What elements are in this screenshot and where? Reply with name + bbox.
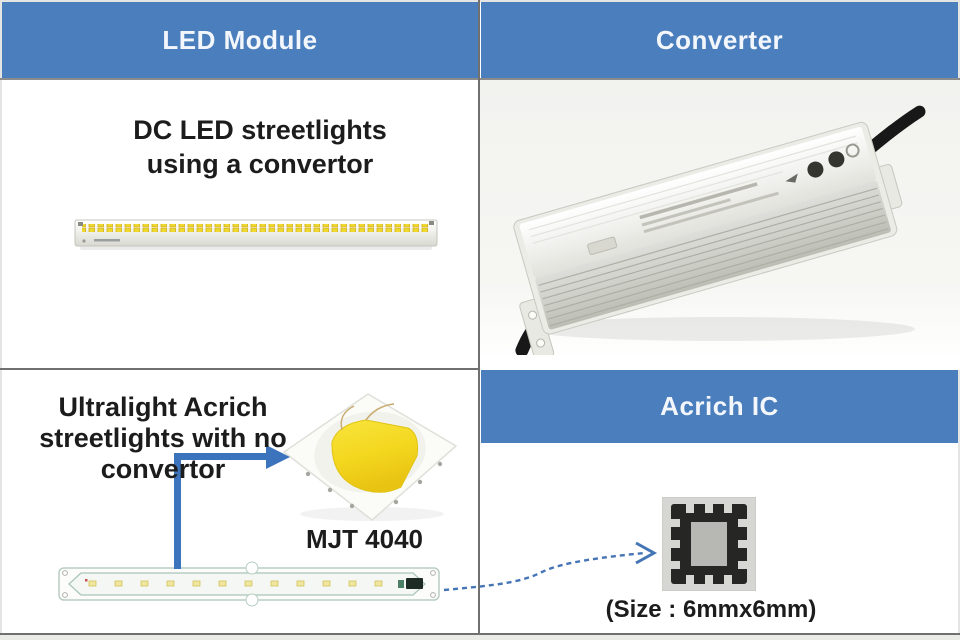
arrow-right-head [266, 445, 290, 469]
led-strip-hole [82, 239, 86, 243]
converter-front-face [535, 180, 891, 330]
acrich-strip-leds [88, 580, 383, 587]
header-acrich-ic-label: Acrich IC [660, 391, 779, 421]
dashed-arrow-path [443, 551, 645, 592]
converter-body-group [513, 105, 926, 355]
acrich-ic-on-strip [406, 578, 423, 589]
converter-spec-box [587, 236, 618, 255]
header-converter-label: Converter [655, 24, 784, 55]
led-strip-leds [82, 224, 430, 232]
converter-ribs [538, 187, 889, 327]
header-led-module-label: LED Module [162, 24, 318, 55]
led-strip-photo [74, 219, 438, 250]
strip-hole-tr [430, 570, 436, 576]
led-strip-end-mark-right [429, 221, 434, 225]
acrich-ic-chip-photo [662, 497, 756, 591]
strip-notch-top [245, 561, 259, 575]
dashed-arrow-icon [443, 541, 658, 592]
dc-led-caption-line2: using a convertor [146, 149, 374, 179]
strip-hole-br [430, 592, 436, 598]
strip-mark-green [398, 580, 404, 588]
arrow-horizontal-shaft [174, 453, 266, 460]
ic-center-pad [691, 522, 727, 566]
converter-connector-2 [828, 151, 845, 168]
strip-hole-bl [62, 592, 68, 598]
converter-top-ribs [528, 135, 858, 244]
converter-arrow-mark [785, 173, 798, 183]
bottom-border-line [0, 633, 960, 635]
dc-led-caption-line1: DC LED streetlights [133, 115, 387, 145]
converter-label-line1 [639, 182, 758, 220]
converter-connector-1 [807, 161, 824, 178]
size-label: (Size : 6mmx6mm) [605, 596, 817, 623]
arrow-vertical-shaft [174, 453, 181, 569]
flange-hole-2 [536, 338, 546, 348]
mjt4040-label: MJT 4040 [305, 524, 424, 554]
elbow-arrow-icon [174, 445, 290, 569]
header-led-module: LED Module [2, 2, 478, 78]
ic-edge-pads [671, 504, 747, 584]
strip-notch-bottom [245, 593, 259, 607]
flange-hole-1 [528, 310, 538, 320]
bond-wire-2 [340, 405, 355, 431]
dashed-arrow-head [635, 541, 658, 565]
strip-mark-red [85, 579, 88, 582]
strip-hole-tl [62, 570, 68, 576]
left-row-divider-line [0, 368, 479, 370]
bottom-margin [0, 635, 960, 640]
led-strip-silkscreen [94, 239, 120, 242]
mjt4040-chip-photo [282, 393, 458, 521]
converter-label-line2 [641, 198, 731, 227]
converter-label-line3 [643, 191, 779, 234]
header-divider-line [0, 78, 960, 80]
converter-photo [513, 105, 926, 355]
converter-shadow [525, 317, 915, 341]
bond-wire-1 [365, 403, 395, 421]
column-divider-line [478, 0, 480, 635]
chip-pads [305, 461, 443, 509]
led-strip-body [74, 219, 438, 247]
led-strip-shadow [80, 246, 432, 250]
acrich-caption-line3: convertor [100, 454, 226, 484]
header-acrich-ic: Acrich IC [481, 370, 958, 443]
converter-ce-mark [845, 143, 860, 158]
led-strip-end-mark-left [78, 222, 83, 226]
acrich-caption: Ultralight Acrich streetlights with no c… [13, 392, 313, 485]
header-converter: Converter [481, 2, 958, 78]
chip-phosphor [331, 419, 419, 493]
acrich-strip-photo [58, 561, 440, 607]
acrich-caption-line2: streetlights with no [39, 423, 287, 453]
acrich-caption-line1: Ultralight Acrich [58, 392, 268, 422]
dc-led-caption: DC LED streetlights using a convertor [60, 113, 460, 181]
